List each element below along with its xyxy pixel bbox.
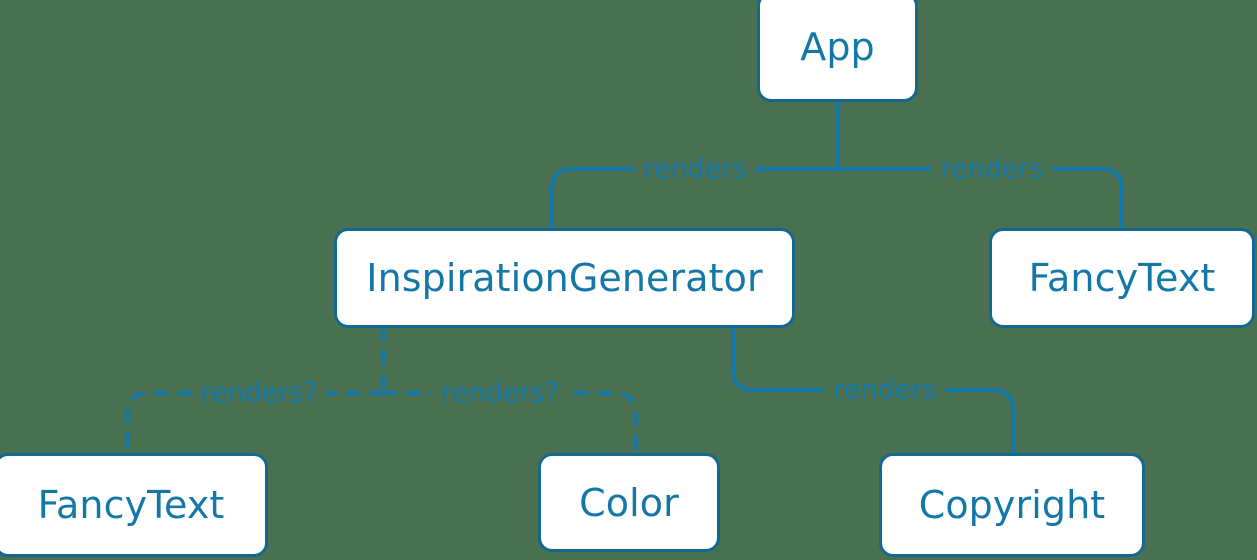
edge-app-to-inspiration xyxy=(550,167,840,230)
edge-label-inspiration-to-copyright: renders xyxy=(824,376,946,404)
edge-label-app-to-fancytext: renders xyxy=(931,155,1053,183)
node-color[interactable]: Color xyxy=(538,453,720,552)
node-inspiration-generator-label: InspirationGenerator xyxy=(366,256,763,300)
node-app-label: App xyxy=(800,25,875,69)
node-copyright-label: Copyright xyxy=(918,483,1106,527)
edge-label-inspiration-to-fancytext: renders? xyxy=(191,379,327,407)
node-copyright[interactable]: Copyright xyxy=(879,453,1145,557)
node-color-label: Color xyxy=(579,480,679,525)
edge-inspiration-to-color xyxy=(381,391,637,455)
edge-inspiration-to-fancytext xyxy=(126,391,385,455)
edge-label-inspiration-to-color: renders? xyxy=(432,379,568,407)
node-inspiration-generator[interactable]: InspirationGenerator xyxy=(334,228,795,328)
node-fancytext-top[interactable]: FancyText xyxy=(989,228,1255,328)
edge-app-to-fancytext xyxy=(836,167,1124,230)
node-fancytext-top-label: FancyText xyxy=(1028,256,1216,300)
node-app[interactable]: App xyxy=(757,0,918,102)
node-fancytext-bottom[interactable]: FancyText xyxy=(0,453,268,557)
edge-label-app-to-inspiration: renders xyxy=(634,155,756,183)
node-fancytext-bottom-label: FancyText xyxy=(37,483,225,527)
